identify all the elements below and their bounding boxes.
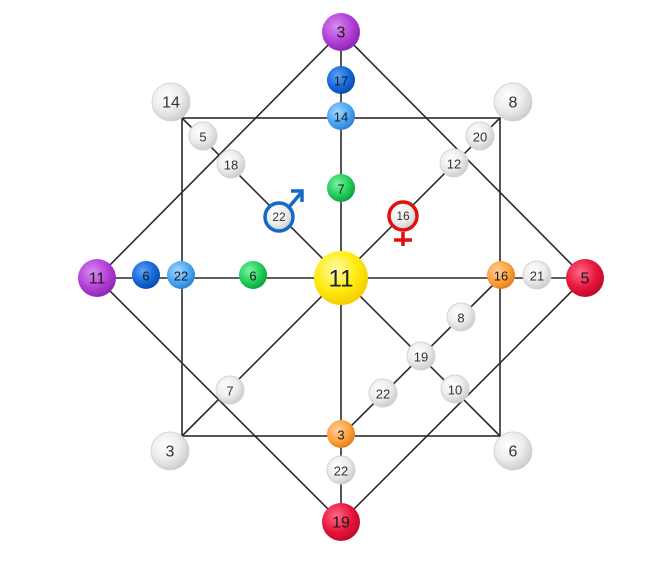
node-left: 11	[78, 259, 116, 297]
node-right-outer-circle	[522, 260, 552, 290]
node-bottom-upper: 3	[327, 420, 355, 448]
node-center: 11	[314, 251, 368, 305]
node-corner-tl: 14	[151, 82, 191, 122]
node-left-outer-circle	[132, 261, 160, 289]
node-tr-outer: 20	[465, 121, 495, 151]
node-bottom-circle	[322, 503, 360, 541]
node-tr-inner-circle	[439, 148, 469, 178]
node-bottom: 19	[322, 503, 360, 541]
node-bottom-upper-circle	[327, 420, 355, 448]
male-symbol-ring	[263, 201, 295, 233]
node-top-inner: 7	[327, 174, 355, 202]
node-center-circle	[314, 251, 368, 305]
node-right-inner: 16	[487, 261, 515, 289]
node-diag-lower-circle	[368, 378, 398, 408]
node-top-upper-circle	[327, 66, 355, 94]
node-br-inner: 10	[440, 374, 470, 404]
node-bottom-lower-circle	[326, 455, 356, 485]
node-tl-outer-circle	[188, 121, 218, 151]
node-tl-inner-circle	[216, 149, 246, 179]
node-left-mid-circle	[167, 261, 195, 289]
node-left-circle	[78, 259, 116, 297]
node-left-mid: 22	[167, 261, 195, 289]
node-bl-inner-circle	[215, 375, 245, 405]
node-top-lower: 14	[327, 102, 355, 130]
node-bl-inner: 7	[215, 375, 245, 405]
node-tr-outer-circle	[465, 121, 495, 151]
node-left-outer: 6	[132, 261, 160, 289]
node-left-inner: 6	[239, 261, 267, 289]
node-tl-inner: 18	[216, 149, 246, 179]
node-corner-tl-circle	[151, 82, 191, 122]
node-corner-tr-circle	[493, 82, 533, 122]
node-top-lower-circle	[327, 102, 355, 130]
node-bottom-lower: 22	[326, 455, 356, 485]
node-br-inner-circle	[440, 374, 470, 404]
node-diag-upper: 8	[446, 302, 476, 332]
node-top-inner-circle	[327, 174, 355, 202]
node-right-inner-circle	[487, 261, 515, 289]
node-corner-bl: 3	[150, 431, 190, 471]
node-left-inner-circle	[239, 261, 267, 289]
node-right-outer: 21	[522, 260, 552, 290]
node-diag-lower: 22	[368, 378, 398, 408]
node-top: 3	[322, 13, 360, 51]
female-symbol-ring	[387, 200, 419, 232]
node-right: 5	[566, 259, 604, 297]
male-symbol-arrow-head	[291, 189, 304, 202]
node-corner-tr: 8	[493, 82, 533, 122]
node-top-circle	[322, 13, 360, 51]
node-diag-upper-circle	[446, 302, 476, 332]
node-diag-mid-circle	[406, 341, 436, 371]
male-symbol-icon: 22	[263, 189, 304, 233]
node-tl-outer: 5	[188, 121, 218, 151]
node-tr-inner: 12	[439, 148, 469, 178]
female-symbol-icon: 16	[387, 200, 419, 246]
node-top-upper: 17	[327, 66, 355, 94]
male-symbol-arrow-shaft	[287, 191, 303, 209]
node-right-circle	[566, 259, 604, 297]
node-corner-br: 6	[493, 431, 533, 471]
node-corner-bl-circle	[150, 431, 190, 471]
node-corner-br-circle	[493, 431, 533, 471]
node-diag-mid: 19	[406, 341, 436, 371]
